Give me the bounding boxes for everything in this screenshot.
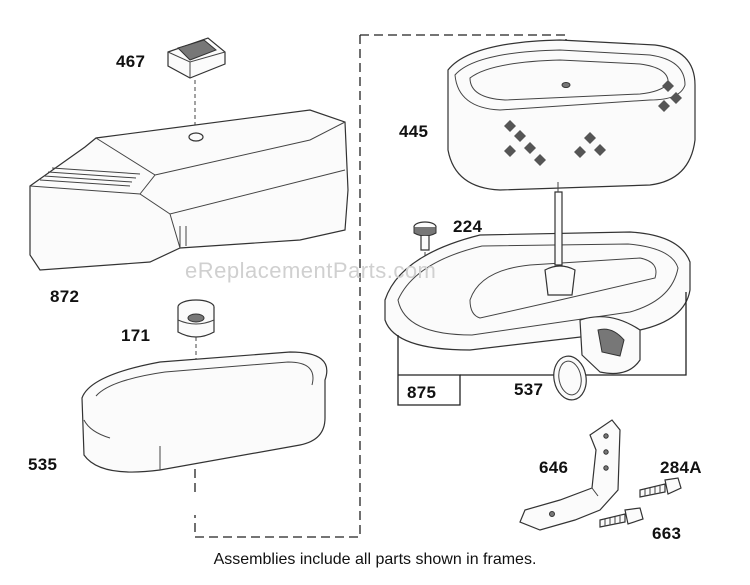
part-284a-bolt[interactable]: [639, 477, 682, 498]
part-872-cover[interactable]: [29, 109, 349, 271]
part-445-filter[interactable]: [447, 39, 696, 191]
part-646-bracket[interactable]: [519, 419, 621, 531]
part-171-grommet[interactable]: [177, 299, 215, 360]
label-467[interactable]: 467: [116, 52, 146, 71]
label-872[interactable]: 872: [50, 287, 80, 306]
part-224-screw[interactable]: [413, 221, 437, 300]
diagram-caption: Assemblies include all parts shown in fr…: [213, 551, 537, 568]
part-535-precleaner[interactable]: [81, 351, 328, 473]
part-875-base[interactable]: [384, 182, 691, 375]
label-535[interactable]: 535: [28, 455, 58, 474]
part-537-ring[interactable]: [550, 354, 589, 403]
label-445[interactable]: 445: [399, 122, 429, 141]
watermark: eReplacementParts.com: [185, 258, 437, 283]
part-467-knob[interactable]: [167, 37, 226, 125]
label-663[interactable]: 663: [652, 524, 682, 543]
label-171[interactable]: 171: [121, 326, 151, 345]
label-284a[interactable]: 284A: [660, 458, 702, 477]
label-875[interactable]: 875: [407, 383, 437, 402]
assembly-875-frame: [397, 292, 687, 406]
label-646[interactable]: 646: [539, 458, 569, 477]
part-663-bolt[interactable]: [599, 507, 644, 528]
label-537[interactable]: 537: [514, 380, 544, 399]
filter-pleat-pattern: [504, 80, 682, 166]
label-224[interactable]: 224: [453, 217, 483, 236]
cover-vents: [39, 167, 141, 187]
